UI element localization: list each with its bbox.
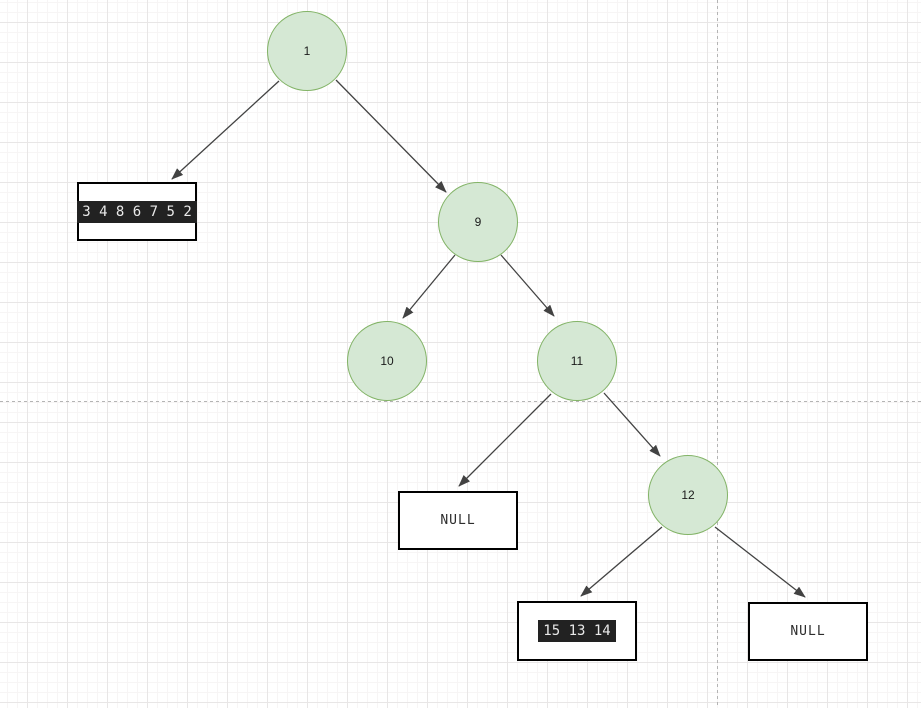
tree-node-1-label: 1 [303,44,311,58]
box-null-left[interactable]: NULL [398,491,518,550]
edge-9-to-10[interactable] [402,254,456,319]
tree-node-11-label: 11 [570,354,584,368]
tree-node-1[interactable]: 1 [267,11,347,91]
edge-11-to-null-left[interactable] [458,393,552,487]
edge-1-to-9[interactable] [335,79,447,193]
tree-node-12[interactable]: 12 [648,455,728,535]
tree-node-12-label: 12 [681,488,695,502]
tree-node-11[interactable]: 11 [537,321,617,401]
box-sequence-top[interactable]: 3 4 8 6 7 5 2 [77,182,197,241]
edge-9-to-11[interactable] [500,254,555,317]
tree-node-9[interactable]: 9 [438,182,518,262]
box-sequence-bottom-label: 15 13 14 [538,620,616,642]
box-sequence-top-label: 3 4 8 6 7 5 2 [77,200,197,223]
box-null-right-label: NULL [790,624,826,639]
edge-1-to-sequence-top[interactable] [171,80,280,180]
box-sequence-bottom[interactable]: 15 13 14 [517,601,637,661]
edge-12-to-sequence-bottom[interactable] [580,526,663,597]
tree-node-9-label: 9 [474,215,482,229]
edge-11-to-12[interactable] [603,392,661,457]
tree-node-10-label: 10 [380,354,394,368]
box-null-left-label: NULL [440,513,476,528]
tree-node-10[interactable]: 10 [347,321,427,401]
edge-12-to-null-right[interactable] [714,526,806,598]
box-null-right[interactable]: NULL [748,602,868,661]
